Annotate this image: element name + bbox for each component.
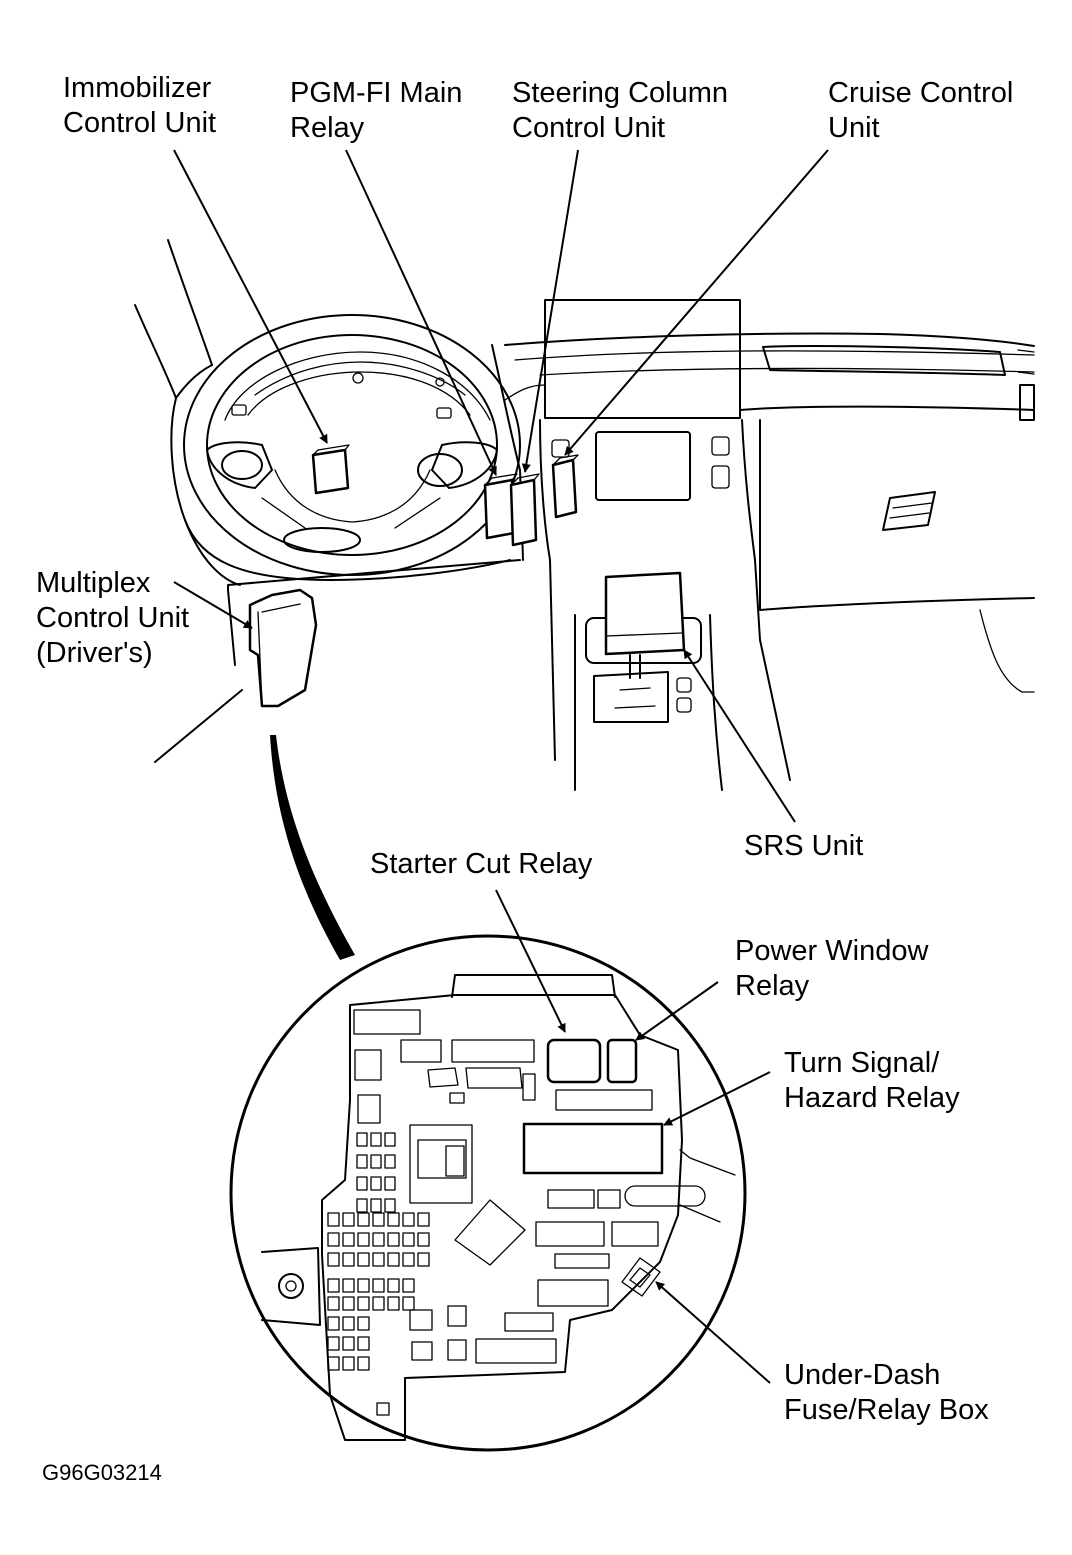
- fuse-slot: [357, 1316, 370, 1331]
- fuse-slot: [387, 1278, 400, 1293]
- cruise-control-label: Cruise Control Unit: [828, 77, 1021, 144]
- fuse-slot: [327, 1212, 340, 1227]
- fuse-slot: [387, 1212, 400, 1227]
- fuse-slot: [357, 1232, 370, 1247]
- fuse-slot: [327, 1356, 340, 1371]
- fuse-slot: [342, 1232, 355, 1247]
- fuse-slot: [387, 1296, 400, 1311]
- under-dash-label: Under-Dash Fuse/Relay Box: [784, 1359, 989, 1426]
- fuse-slot: [327, 1336, 340, 1351]
- fuse-slot: [384, 1154, 396, 1169]
- immobilizer-label: Immobilizer Control Unit: [63, 72, 219, 139]
- fuse-slot: [384, 1198, 396, 1213]
- leader-lines: [173, 149, 829, 1384]
- fuse-slot: [357, 1296, 370, 1311]
- srs-label: SRS Unit: [744, 830, 863, 862]
- fuse-slot: [370, 1132, 382, 1147]
- fuse-slot: [372, 1212, 385, 1227]
- fuse-slot: [417, 1212, 430, 1227]
- figure-code: G96G03214: [42, 1460, 162, 1485]
- fuse-slot: [357, 1278, 370, 1293]
- fuse-slot: [372, 1296, 385, 1311]
- pgm-fi-label: PGM-FI Main Relay: [290, 77, 470, 144]
- fuse-slot: [342, 1278, 355, 1293]
- fuse-slot: [387, 1232, 400, 1247]
- dashboard-illustration: [134, 239, 1035, 791]
- fuse-slot: [357, 1356, 370, 1371]
- fuse-slot: [370, 1198, 382, 1213]
- steering-column-label: Steering Column Control Unit: [512, 77, 736, 144]
- fuse-slot: [402, 1278, 415, 1293]
- fuse-slot: [372, 1232, 385, 1247]
- fuse-slot: [356, 1198, 368, 1213]
- immobilizer-unit-box: [311, 444, 350, 495]
- zoom-connector: [270, 735, 355, 960]
- fuse-slot: [342, 1316, 355, 1331]
- steering-column-unit-box: [509, 473, 540, 547]
- fuse-slot: [356, 1132, 368, 1147]
- fuse-grid: [327, 1132, 430, 1371]
- fuse-slot: [342, 1252, 355, 1267]
- fuse-slot: [384, 1132, 396, 1147]
- multiplex-unit-box: [248, 588, 318, 708]
- fuse-slot: [417, 1232, 430, 1247]
- fuse-slot: [387, 1252, 400, 1267]
- fuse-slot: [357, 1252, 370, 1267]
- fuse-slot: [370, 1176, 382, 1191]
- fuse-slot: [342, 1356, 355, 1371]
- starter-cut-label: Starter Cut Relay: [370, 848, 593, 880]
- fuse-slot: [327, 1232, 340, 1247]
- fuse-slot: [342, 1212, 355, 1227]
- power-window-label: Power Window Relay: [735, 935, 936, 1002]
- fuse-slot: [327, 1296, 340, 1311]
- fuse-slot: [384, 1176, 396, 1191]
- fuse-slot: [372, 1278, 385, 1293]
- fuse-slot: [357, 1212, 370, 1227]
- fuse-slot: [356, 1176, 368, 1191]
- fuse-slot: [370, 1154, 382, 1169]
- fuse-slot: [402, 1212, 415, 1227]
- fuse-slot: [327, 1316, 340, 1331]
- fuse-slot: [402, 1296, 415, 1311]
- srs-unit-box: [604, 571, 686, 656]
- fuse-box-detail: [229, 934, 747, 1452]
- fuse-slot: [342, 1296, 355, 1311]
- fuse-slot: [372, 1252, 385, 1267]
- cruise-control-unit-box: [551, 454, 579, 519]
- multiplex-label: Multiplex Control Unit (Driver's): [36, 567, 197, 669]
- fuse-slot: [357, 1336, 370, 1351]
- turn-signal-label: Turn Signal/ Hazard Relay: [784, 1047, 960, 1114]
- fuse-slot: [327, 1278, 340, 1293]
- fuse-slot: [402, 1252, 415, 1267]
- fuse-slot: [342, 1336, 355, 1351]
- fuse-slot: [356, 1154, 368, 1169]
- fuse-slot: [402, 1232, 415, 1247]
- fuse-slot: [417, 1252, 430, 1267]
- fuse-slot: [327, 1252, 340, 1267]
